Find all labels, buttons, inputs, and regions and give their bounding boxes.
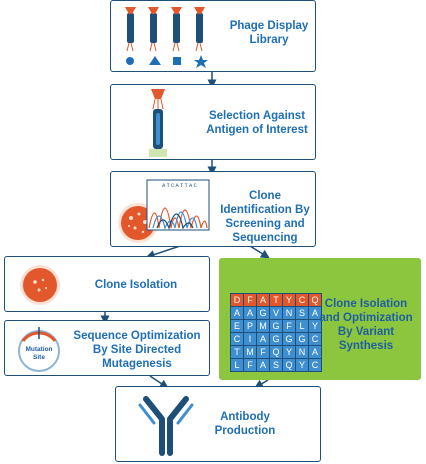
arrow-optimization-to-production	[149, 375, 169, 389]
phage-library-icon	[125, 7, 208, 68]
amino-acid-cell: F	[244, 359, 256, 371]
antibody-icon	[138, 396, 194, 456]
amino-acid-cell: A	[257, 359, 269, 371]
amino-acid-cell: P	[244, 320, 256, 332]
amino-acid-cell: E	[231, 320, 243, 332]
amino-acid-cell: S	[270, 359, 282, 371]
amino-acid-cell: G	[296, 333, 308, 345]
amino-acid-cell: Y	[283, 346, 295, 358]
amino-acid-cell: A	[231, 307, 243, 319]
mutation-site-icon	[18, 327, 60, 372]
amino-acid-cell: F	[257, 346, 269, 358]
phage-library-box: Phage Display Library	[110, 0, 316, 72]
amino-acid-cell: M	[257, 320, 269, 332]
amino-acid-cell: T	[270, 294, 282, 306]
amino-acid-cell: D	[231, 294, 243, 306]
phage-library-label: Phage Display Library	[229, 20, 309, 46]
amino-acid-cell: T	[231, 346, 243, 358]
clone-identification-label: Clone Identification By Screening and Se…	[220, 190, 310, 244]
sequence-optimization-label: Sequence Optimization By Site Directed M…	[73, 330, 201, 370]
amino-acid-cell: Y	[309, 320, 321, 332]
mutation-site-label: Mutation Site	[25, 346, 53, 361]
sequence-letters: ATCATTAC	[161, 182, 198, 189]
amino-acid-cell: N	[283, 307, 295, 319]
clone-isolation-label: Clone Isolation	[94, 279, 178, 291]
petri-dish-icon	[20, 265, 60, 305]
amino-acid-cell: Y	[283, 294, 295, 306]
selection-label: Selection Against Antigen of Interest	[206, 110, 308, 136]
amino-acid-cell: N	[296, 346, 308, 358]
amino-acid-cell: F	[244, 294, 256, 306]
clone-identification-box: ATCATTAC Clone Identification By Screeni…	[110, 171, 316, 247]
amino-acid-cell: Q	[270, 346, 282, 358]
amino-acid-cell: Q	[283, 359, 295, 371]
antibody-production-box: Antibody Production	[115, 386, 321, 462]
amino-acid-cell: A	[309, 346, 321, 358]
amino-acid-cell: C	[231, 333, 243, 345]
selection-box: Selection Against Antigen of Interest	[110, 84, 316, 160]
variant-synthesis-label: Clone Isolation and Optimization By Vari…	[319, 298, 413, 352]
amino-acid-cell: G	[257, 307, 269, 319]
amino-acid-cell: G	[270, 320, 282, 332]
amino-acid-cell: C	[296, 294, 308, 306]
phage-selection-icon	[149, 89, 167, 157]
amino-acid-cell: V	[270, 307, 282, 319]
amino-acid-cell: F	[283, 320, 295, 332]
sequencing-trace-icon	[146, 179, 210, 231]
amino-acid-cell: L	[231, 359, 243, 371]
amino-acid-cell: A	[257, 333, 269, 345]
arrow-identification-to-variant	[249, 245, 270, 259]
amino-acid-cell: G	[283, 333, 295, 345]
amino-acid-cell: G	[270, 333, 282, 345]
amino-acid-cell: A	[244, 307, 256, 319]
amino-acid-cell: C	[309, 333, 321, 345]
amino-acid-cell: S	[296, 307, 308, 319]
amino-acid-cell: L	[296, 320, 308, 332]
amino-acid-cell: I	[244, 333, 256, 345]
amino-acid-cell: Q	[309, 294, 321, 306]
amino-acid-cell: M	[244, 346, 256, 358]
arrow-identification-to-isolation	[145, 245, 181, 259]
antibody-production-label: Antibody Production	[214, 411, 276, 437]
sequence-optimization-box: Mutation Site Sequence Optimization By S…	[4, 320, 210, 376]
amino-acid-cell: Y	[296, 359, 308, 371]
amino-acid-cell: C	[309, 359, 321, 371]
amino-acid-cell: A	[309, 307, 321, 319]
clone-isolation-box: Clone Isolation	[4, 256, 210, 312]
amino-acid-cell: A	[257, 294, 269, 306]
